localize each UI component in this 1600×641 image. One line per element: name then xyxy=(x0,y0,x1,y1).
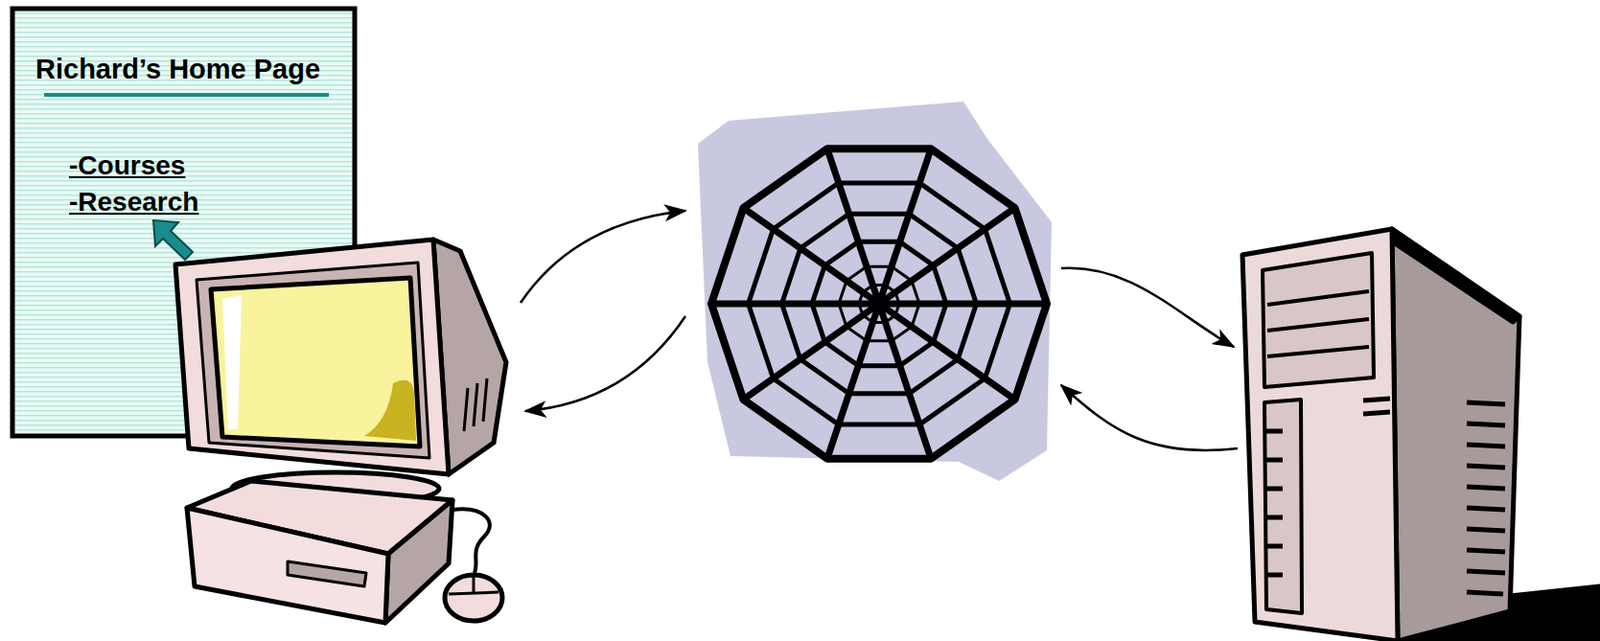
front-notches xyxy=(1265,544,1283,550)
response-arrow xyxy=(525,316,686,412)
screen-highlight xyxy=(222,295,242,430)
mouse xyxy=(444,575,503,622)
monitor-inner-bezel xyxy=(196,262,430,459)
server-front xyxy=(1242,229,1398,641)
web-rings xyxy=(711,148,1047,459)
web-spokes xyxy=(711,301,880,308)
side-vents xyxy=(1466,592,1504,595)
side-vents xyxy=(1363,398,1391,401)
response-arrow xyxy=(1061,385,1238,451)
side-vents xyxy=(1363,412,1391,415)
web-rings xyxy=(858,285,900,324)
web-spokes xyxy=(879,301,1047,308)
title-underline xyxy=(44,92,329,97)
case-side xyxy=(385,500,453,624)
flow-arrows xyxy=(520,210,1238,451)
web-rings xyxy=(782,213,977,395)
server-top-edge xyxy=(1391,229,1520,323)
front-notches xyxy=(1265,515,1283,521)
front-notches xyxy=(1265,429,1283,435)
mouse-cable xyxy=(452,509,490,574)
front-panel xyxy=(1264,399,1302,614)
monitor-vent xyxy=(463,388,468,432)
side-vents xyxy=(1466,444,1506,447)
request-arrow xyxy=(1061,268,1234,348)
case-front xyxy=(186,508,389,624)
request-arrow xyxy=(520,210,686,303)
side-vents xyxy=(1466,571,1506,574)
web-rings xyxy=(838,266,920,342)
side-vents xyxy=(1466,402,1506,405)
web-page: Richard’s Home Page -Courses-Research xyxy=(12,8,355,437)
web-backdrop xyxy=(697,101,1052,482)
front-notches xyxy=(1265,458,1283,464)
web-rings xyxy=(811,241,947,366)
side-vents xyxy=(1466,529,1506,532)
server-tower xyxy=(1242,229,1600,641)
hyperlink: -Research xyxy=(69,185,199,219)
client-computer xyxy=(175,239,507,624)
side-vents xyxy=(1466,423,1506,426)
monitor-vent xyxy=(483,378,487,422)
side-vents xyxy=(1466,550,1506,553)
drive-bay-line xyxy=(1267,291,1369,305)
front-notches xyxy=(1265,431,1283,576)
mouse-pointer xyxy=(153,220,193,260)
screen-shadow xyxy=(364,380,417,441)
drive-bays xyxy=(1262,253,1374,388)
internet-web xyxy=(711,148,1047,459)
side-vents xyxy=(1363,398,1506,595)
monitor-screen xyxy=(210,278,420,447)
drive-slot xyxy=(287,561,367,587)
page-title: Richard’s Home Page xyxy=(35,52,321,87)
internet-web xyxy=(697,101,1052,482)
front-notches xyxy=(1265,573,1283,579)
side-vents xyxy=(1466,465,1506,468)
front-notches xyxy=(1265,486,1283,492)
hyperlink: -Courses xyxy=(69,149,186,183)
mouse-button-line xyxy=(472,577,476,595)
side-vents xyxy=(1466,508,1506,511)
web-rings xyxy=(748,183,1011,425)
web-spokes xyxy=(711,148,1047,459)
side-vents xyxy=(1466,486,1506,489)
monitor-bezel xyxy=(175,239,449,475)
monitor-vent xyxy=(473,383,478,427)
drive-bay-line xyxy=(1267,319,1369,331)
web-rings xyxy=(711,148,1047,459)
drive-bay-line xyxy=(1267,347,1369,357)
server-side xyxy=(1391,229,1520,641)
